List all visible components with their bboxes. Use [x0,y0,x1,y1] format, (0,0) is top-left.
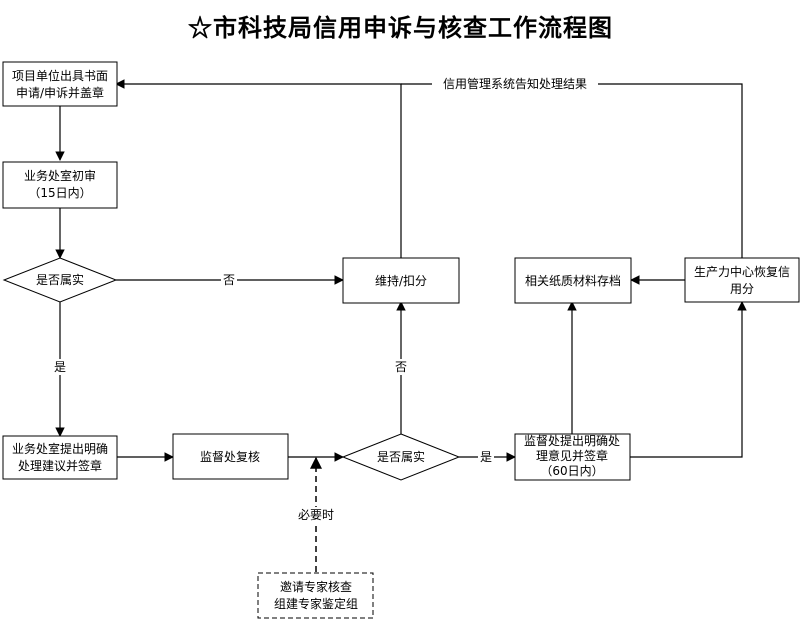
svg-text:生产力中心恢复信: 生产力中心恢复信 [694,264,790,279]
no-label-2: 否 [395,360,407,374]
page-title: ☆市科技局信用申诉与核查工作流程图 [188,13,613,42]
svg-text:业务处室提出明确: 业务处室提出明确 [12,441,108,456]
svg-text:维持/扣分: 维持/扣分 [375,273,427,288]
svg-text:（60日内）: （60日内） [540,464,603,478]
yes-label-1: 是 [54,360,66,374]
svg-text:相关纸质材料存档: 相关纸质材料存档 [525,274,621,288]
svg-text:理意见并签章: 理意见并签章 [536,448,608,463]
svg-text:申请/申诉并盖章: 申请/申诉并盖章 [16,85,104,100]
edge-restore-notify [401,83,743,258]
node-restore: 生产力中心恢复信 用分 [684,257,800,303]
node-decision-2: 是否属实 [341,433,461,481]
node-decision-1: 是否属实 [2,257,118,303]
node-propose: 业务处室提出明确 处理建议并签章 [2,435,118,480]
svg-text:用分: 用分 [730,282,754,296]
svg-text:组建专家鉴定组: 组建专家鉴定组 [274,596,358,611]
notify-label: 信用管理系统告知处理结果 [443,76,587,91]
node-supervise-review: 监督处复核 [172,433,289,480]
svg-text:是否属实: 是否属实 [36,272,84,287]
svg-text:业务处室初审: 业务处室初审 [24,168,96,183]
edge-maintain-to-apply [115,79,402,258]
svg-text:监督处提出明确处: 监督处提出明确处 [524,433,620,448]
edge-labels: 信用管理系统告知处理结果 否 是 否 是 必要时 [51,76,598,523]
node-supervise-opinion: 监督处提出明确处 理意见并签章 （60日内） [514,433,631,481]
no-label-1: 否 [223,273,235,287]
when-needed-label: 必要时 [298,508,334,522]
edge-opinion-to-restore [630,301,747,458]
svg-text:监督处复核: 监督处复核 [200,449,260,464]
svg-text:是否属实: 是否属实 [377,449,425,464]
svg-text:项目单位出具书面: 项目单位出具书面 [12,68,108,83]
connectors [55,79,747,572]
node-apply: 项目单位出具书面 申请/申诉并盖章 [2,61,118,107]
svg-text:（15日内）: （15日内） [28,186,91,200]
node-maintain: 维持/扣分 [342,257,460,304]
yes-label-2: 是 [480,450,492,464]
svg-text:处理建议并签章: 处理建议并签章 [18,458,102,473]
svg-text:邀请专家核查: 邀请专家核查 [280,579,352,594]
node-initial-review: 业务处室初审 （15日内） [2,161,118,209]
node-experts: 邀请专家核查 组建专家鉴定组 [257,572,374,619]
node-archive: 相关纸质材料存档 [514,257,632,304]
